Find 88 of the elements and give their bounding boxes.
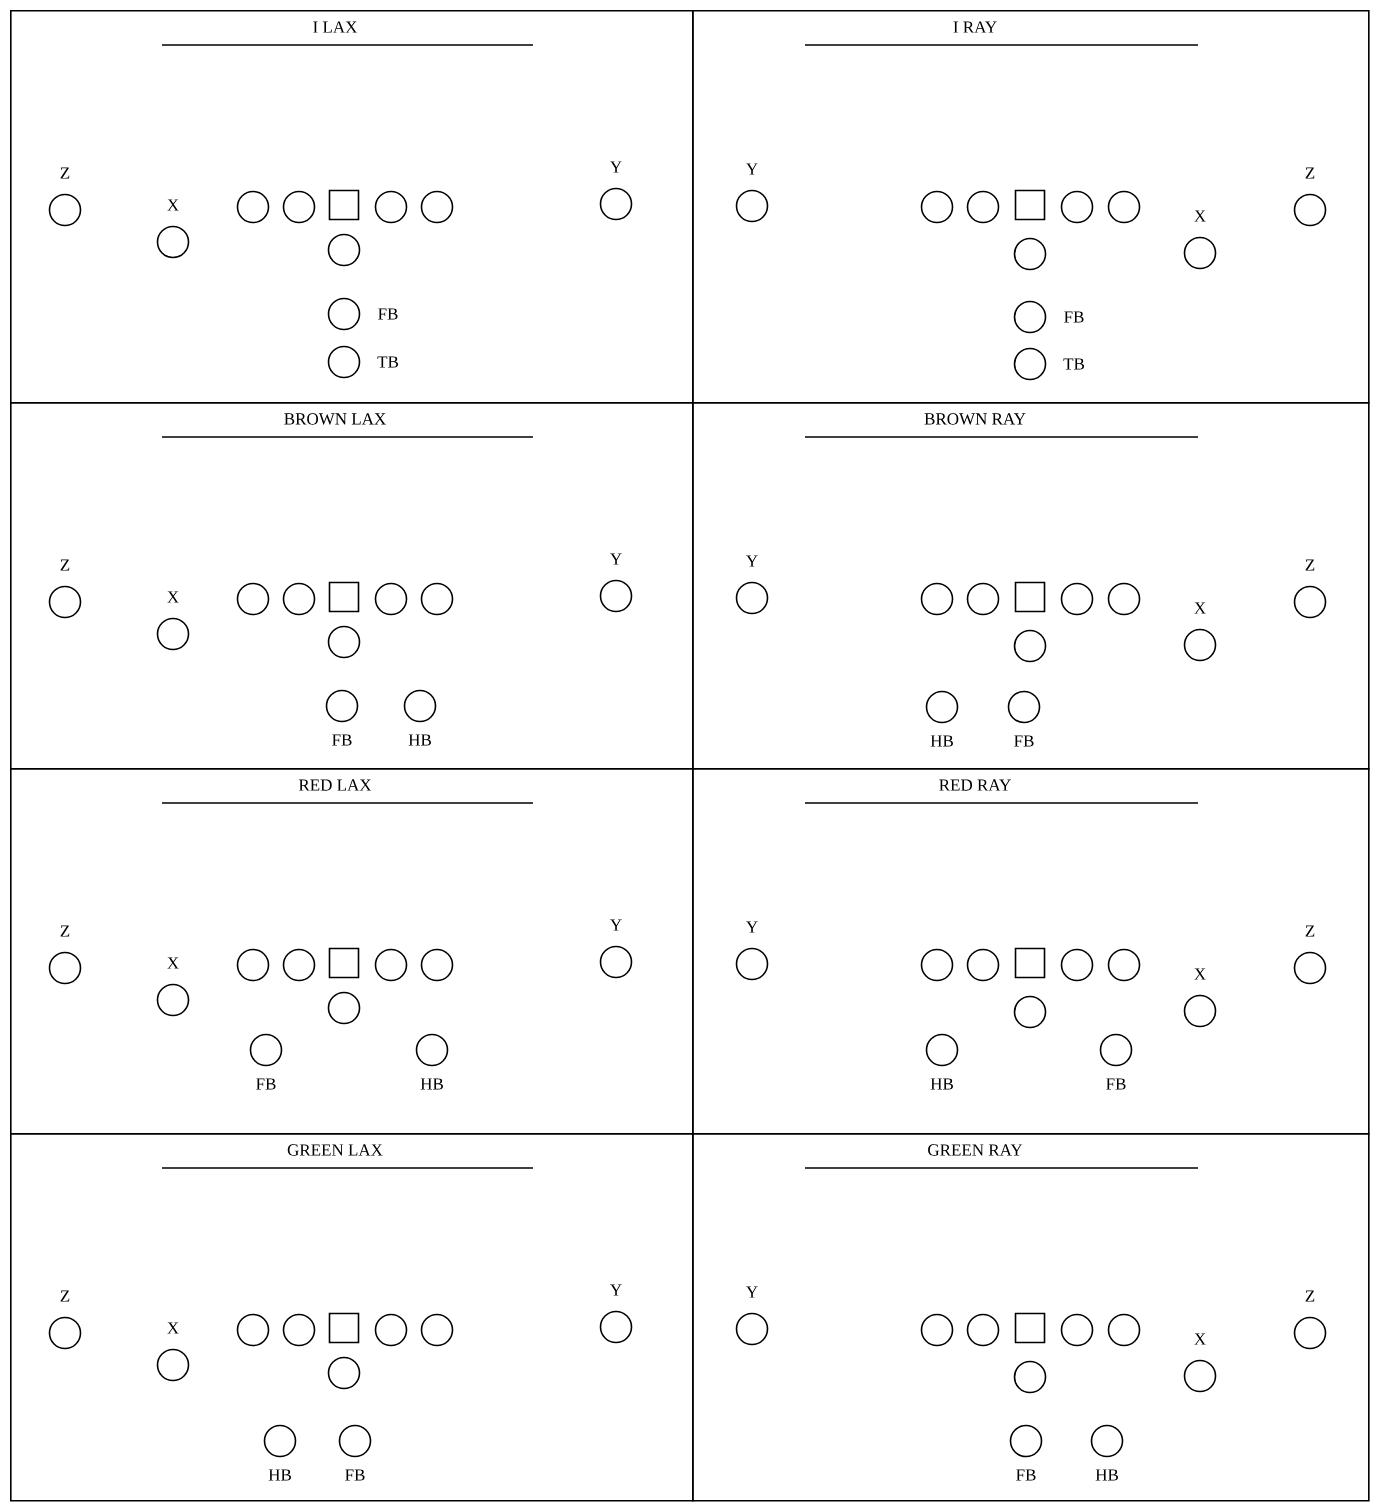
player-circle xyxy=(374,1313,408,1347)
position-label: Y xyxy=(746,921,758,933)
player-circle xyxy=(1013,629,1047,663)
player-circle xyxy=(374,190,408,224)
player-circle xyxy=(1060,1313,1094,1347)
position-label: Z xyxy=(1305,559,1315,571)
center-square xyxy=(1014,581,1046,613)
player-circle xyxy=(966,1313,1000,1347)
player-circle xyxy=(1013,995,1047,1029)
position-label: Y xyxy=(746,555,758,567)
position-label: HB xyxy=(408,734,431,746)
center-square xyxy=(1014,947,1046,979)
player-circle xyxy=(1013,237,1047,271)
player-circle xyxy=(236,582,270,616)
player-circle xyxy=(282,948,316,982)
position-label: X xyxy=(167,1322,179,1334)
player-circle xyxy=(420,948,454,982)
player-circle xyxy=(282,190,316,224)
player-circle xyxy=(1060,582,1094,616)
position-label: X xyxy=(167,591,179,603)
player-circle xyxy=(1107,582,1141,616)
position-label: FB xyxy=(1106,1078,1126,1090)
player-circle xyxy=(966,948,1000,982)
position-label: FB xyxy=(1014,735,1034,747)
position-label: HB xyxy=(420,1078,443,1090)
center-square xyxy=(328,947,360,979)
position-label: X xyxy=(1194,968,1206,980)
position-label: Z xyxy=(60,559,70,571)
position-label: Y xyxy=(610,553,622,565)
center-square xyxy=(1014,189,1046,221)
position-label: FB xyxy=(256,1078,276,1090)
player-circle xyxy=(374,582,408,616)
player-circle xyxy=(327,991,361,1025)
position-label: X xyxy=(1194,602,1206,614)
player-circle xyxy=(966,190,1000,224)
player-circle xyxy=(1107,190,1141,224)
player-circle xyxy=(236,190,270,224)
position-label: Z xyxy=(60,925,70,937)
player-circle xyxy=(282,1313,316,1347)
position-label: Z xyxy=(60,1290,70,1302)
player-circle xyxy=(1060,948,1094,982)
player-circle xyxy=(920,190,954,224)
position-label: Z xyxy=(1305,925,1315,937)
player-circle xyxy=(920,582,954,616)
position-label: FB xyxy=(345,1469,365,1481)
player-circle xyxy=(920,1313,954,1347)
player-circle xyxy=(327,233,361,267)
player-circle xyxy=(374,948,408,982)
position-label: HB xyxy=(1095,1469,1118,1481)
position-label: Y xyxy=(610,1284,622,1296)
position-label: TB xyxy=(1063,358,1085,370)
position-label: HB xyxy=(930,1078,953,1090)
position-label: Z xyxy=(60,167,70,179)
position-label: FB xyxy=(1016,1469,1036,1481)
position-label: X xyxy=(167,957,179,969)
position-label: Y xyxy=(610,919,622,931)
center-square xyxy=(1014,1312,1046,1344)
player-circle xyxy=(1060,190,1094,224)
player-circle xyxy=(282,582,316,616)
center-square xyxy=(328,1312,360,1344)
position-label: FB xyxy=(332,734,352,746)
player-circle xyxy=(420,1313,454,1347)
player-circle xyxy=(1107,948,1141,982)
player-circle xyxy=(920,948,954,982)
position-label: Z xyxy=(1305,1290,1315,1302)
position-label: HB xyxy=(268,1469,291,1481)
player-circle xyxy=(236,948,270,982)
position-label: Y xyxy=(610,161,622,173)
position-label: HB xyxy=(930,735,953,747)
position-label: X xyxy=(167,199,179,211)
position-label: TB xyxy=(377,356,399,368)
player-circle xyxy=(420,190,454,224)
player-circle xyxy=(420,582,454,616)
player-circle xyxy=(327,1356,361,1390)
player-circle xyxy=(1013,1360,1047,1394)
position-label: Y xyxy=(746,1286,758,1298)
position-label: Y xyxy=(746,163,758,175)
player-circle xyxy=(327,625,361,659)
position-label: X xyxy=(1194,210,1206,222)
position-label: FB xyxy=(378,308,398,320)
position-label: Z xyxy=(1305,167,1315,179)
player-circle xyxy=(966,582,1000,616)
player-circle xyxy=(1107,1313,1141,1347)
position-label: X xyxy=(1194,1333,1206,1345)
center-square xyxy=(328,189,360,221)
center-square xyxy=(328,581,360,613)
position-label: FB xyxy=(1064,311,1084,323)
player-circle xyxy=(236,1313,270,1347)
